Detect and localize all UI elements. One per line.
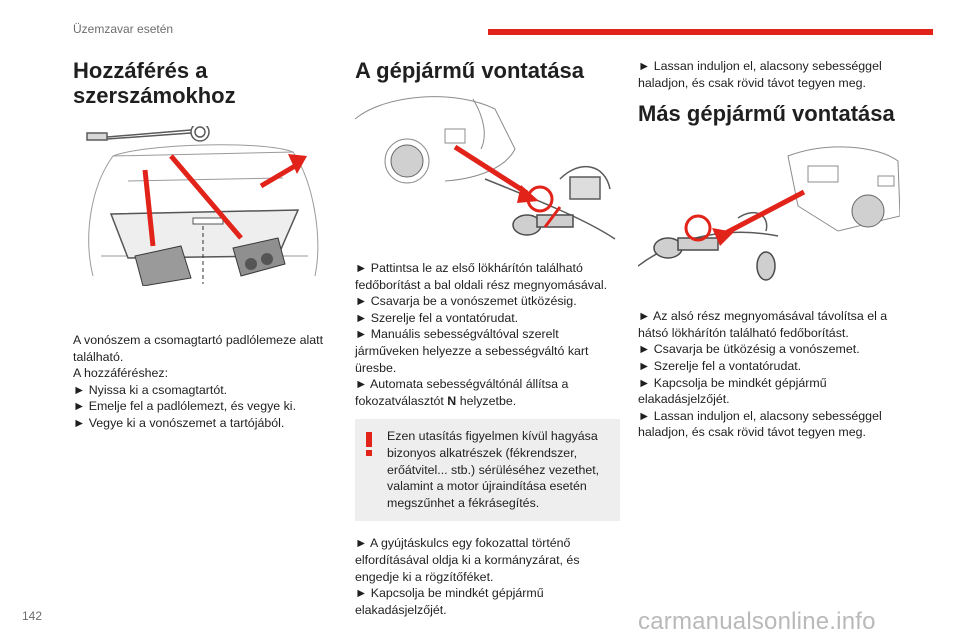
- towing-step-1: ► Pattintsa le az első lökhárítón találh…: [355, 261, 608, 292]
- tools-step-3: ► Vegye ki a vonószemet a tartójából.: [73, 415, 285, 430]
- warning-exclamation-icon: [366, 432, 372, 457]
- section-title-towing-other: Más gépjármű vontatása: [638, 101, 895, 127]
- tools-intro: A vonószem a csomagtartó padlólemeze ala…: [73, 333, 324, 364]
- towing-step-auto: ► Automata sebességváltónál állítsa a fo…: [355, 377, 569, 408]
- gear-position-n: N: [447, 393, 457, 408]
- rear-tow-illustration: [638, 136, 900, 286]
- other-step-3: ► Szerelje fel a vontatórudat.: [638, 358, 802, 373]
- section-title-towing: A gépjármű vontatása: [355, 58, 585, 83]
- warning-box: Ezen utasítás figyelmen kívül hagyása bi…: [355, 419, 620, 522]
- towing-step-8: ► Lassan induljon el, alacsony sebességg…: [638, 59, 882, 90]
- watermark: carmanualsonline.info: [638, 608, 876, 635]
- towing-step-6: ► A gyújtáskulcs egy fokozattal történő …: [355, 536, 580, 584]
- tools-access-label: A hozzáféréshez:: [73, 366, 169, 381]
- column-towing-vehicle: A gépjármű vontatása: [355, 58, 620, 618]
- other-step-5: ► Lassan induljon el, alacsony sebességg…: [638, 408, 882, 440]
- other-step-4: ► Kapcsolja be mindkét gépjármű elakadás…: [638, 375, 827, 407]
- page-number: 142: [22, 609, 43, 623]
- trunk-illustration: [73, 126, 333, 286]
- towing-step-7: ► Kapcsolja be mindkét gépjármű elakadás…: [355, 586, 544, 617]
- towing-step-4: ► Manuális sebességváltóval szerelt járm…: [355, 327, 589, 375]
- tools-step-1: ► Nyissa ki a csomagtartót.: [73, 382, 228, 397]
- other-step-2: ► Csavarja be ütközésig a vonószemet.: [638, 342, 860, 357]
- towing-step-3: ► Szerelje fel a vontatórudat.: [355, 310, 519, 325]
- column-tools-access: Hozzáférés a szerszámokhoz: [73, 58, 333, 432]
- running-header: Üzemzavar esetén: [73, 22, 174, 36]
- tow-eye-icon: [86, 126, 210, 142]
- towing-step-2: ► Csavarja be a vonószemet ütközésig.: [355, 294, 577, 309]
- tools-step-2: ► Emelje fel a padlólemezt, és vegye ki.: [73, 399, 297, 414]
- warning-text: Ezen utasítás figyelmen kívül hagyása bi…: [387, 429, 600, 510]
- column-towing-other: ► Lassan induljon el, alacsony sebességg…: [638, 58, 900, 441]
- other-step-1: ► Az alsó rész megnyomásával távolítsa e…: [638, 309, 888, 340]
- front-tow-illustration: [355, 89, 620, 244]
- section-title-tools: Hozzáférés a szerszámokhoz: [73, 58, 236, 108]
- header-accent-bar: [488, 29, 933, 35]
